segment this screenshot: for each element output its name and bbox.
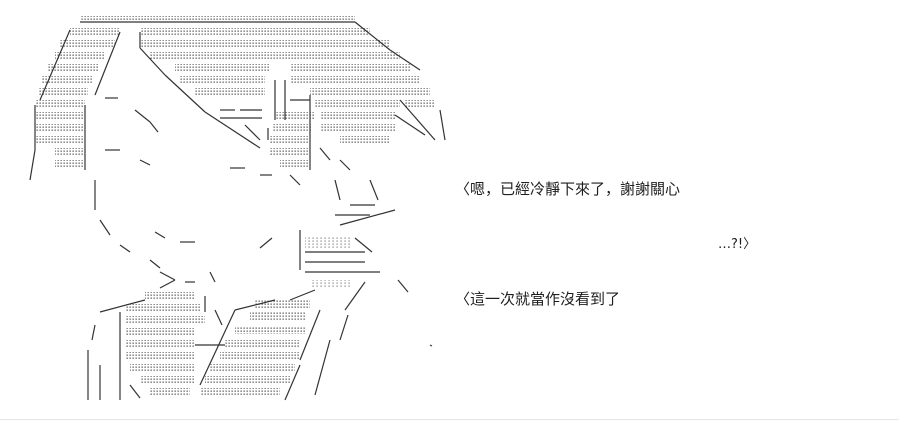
body-shading bbox=[125, 236, 350, 396]
hair-shading bbox=[35, 16, 435, 167]
face-lines bbox=[94, 97, 409, 341]
dialogue-line-1: 〈嗯，已經冷靜下來了，謝謝關心 bbox=[455, 180, 681, 198]
hair-outline bbox=[29, 21, 446, 181]
dialogue-line-3: 〈這一次就當作沒看到了 bbox=[455, 290, 621, 308]
dialogue-line-2: …?!〉 bbox=[718, 237, 757, 252]
ascii-art-figure bbox=[29, 16, 446, 401]
bottom-divider bbox=[0, 419, 899, 420]
body-outline bbox=[87, 289, 433, 401]
